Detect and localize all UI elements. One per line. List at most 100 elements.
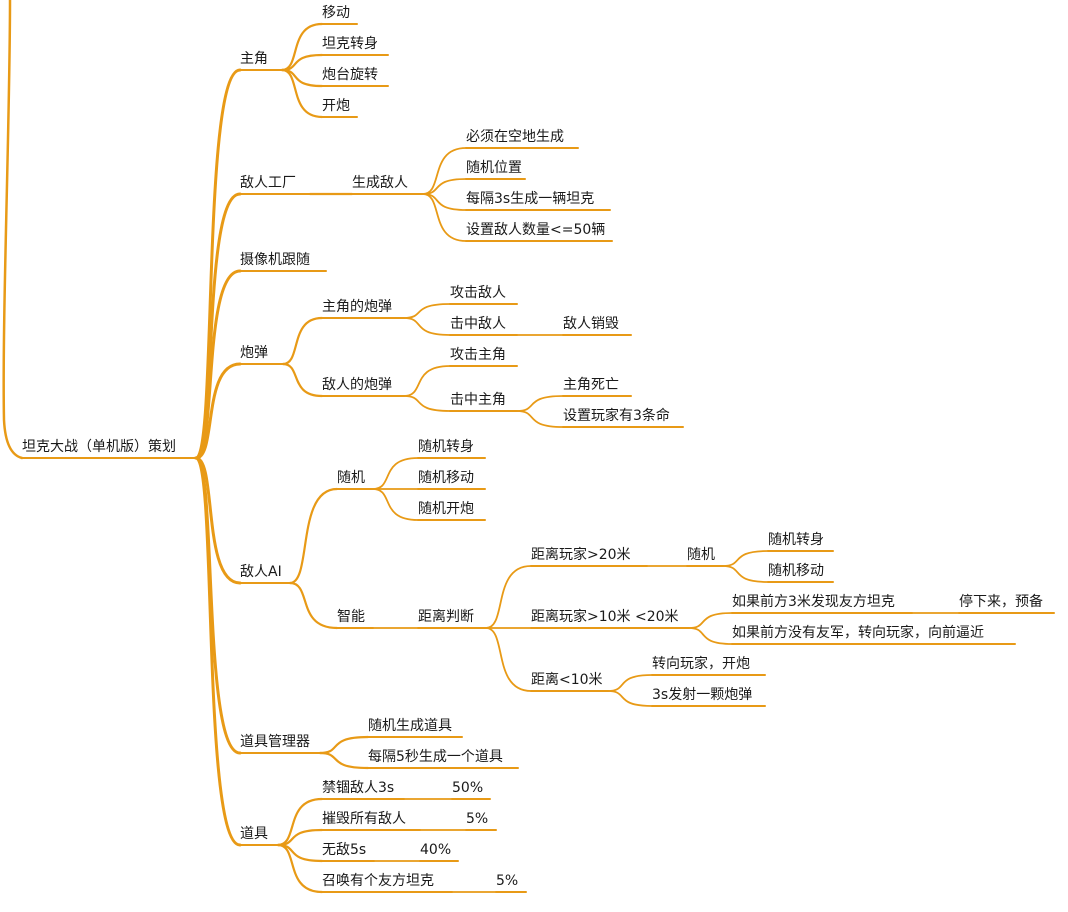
topic-hit-player[interactable]: 击中主角: [449, 392, 518, 412]
topic-random2[interactable]: 随机: [686, 547, 724, 567]
connector-move: [280, 22, 324, 72]
topic-dist-gt20[interactable]: 距离玩家>20米: [530, 546, 648, 567]
topic-player-shell[interactable]: 主角的炮弹: [321, 299, 405, 319]
topic-label: 智能: [337, 609, 365, 625]
topic-label: 随机移动: [418, 470, 474, 486]
topic-summon[interactable]: 召唤有个友方坦克: [321, 872, 453, 893]
topic-fire-3s[interactable]: 3s发射一颗炮弹: [651, 687, 766, 707]
connector-enemy-factory: [194, 192, 242, 460]
topic-label: 转向玩家，开炮: [652, 655, 750, 672]
connector-turn-fire: [607, 674, 653, 692]
topic-rand-item[interactable]: 随机生成道具: [367, 718, 463, 738]
connector-shell: [194, 362, 242, 460]
topic-label: 随机: [337, 470, 365, 486]
topic-label: 随机生成道具: [368, 718, 452, 734]
topic-label: 坦克转身: [322, 36, 378, 52]
topic-dist-lt10[interactable]: 距离<10米: [530, 671, 609, 692]
topic-invincible[interactable]: 无敌5s: [321, 842, 375, 862]
connector-fire: [280, 68, 324, 119]
topic-label: 击中主角: [450, 392, 506, 408]
connector-if-no-ally: [688, 627, 733, 645]
topic-label: 停下来，预备: [959, 593, 1043, 610]
topic-protagonist[interactable]: 主角: [239, 51, 283, 71]
topic-attack-enemy[interactable]: 攻击敌人: [449, 285, 518, 305]
topic-spawn-enemy[interactable]: 生成敌人: [351, 175, 424, 195]
topic-label: 随机开炮: [418, 501, 474, 517]
topic-dist-10-20[interactable]: 距离玩家>10米 <20米: [530, 608, 690, 629]
connector-random: [288, 487, 339, 585]
topic-if-no-ally[interactable]: 如果前方没有友军，转向玩家，向前逼近: [731, 624, 1016, 645]
connector-dist-gt20: [485, 565, 532, 629]
topic-label: 随机位置: [466, 160, 522, 176]
topic-item-manager[interactable]: 道具管理器: [239, 734, 321, 754]
topic-rand-move[interactable]: 随机移动: [417, 470, 486, 490]
topic-player-dies[interactable]: 主角死亡: [562, 377, 632, 397]
branch-lines: [2, 0, 960, 894]
topic-label: 道具管理器: [240, 734, 310, 750]
topic-label: 攻击敌人: [450, 285, 506, 301]
topic-random[interactable]: 随机: [336, 470, 374, 490]
topic-destroy-all[interactable]: 摧毁所有敌人: [321, 811, 421, 831]
connector-enemy-ai: [194, 456, 242, 585]
topic-enemy-destroyed[interactable]: 敌人销毁: [562, 316, 632, 336]
topic-if-ally[interactable]: 如果前方3米发现友方坦克: [731, 593, 913, 614]
topic-attack-player[interactable]: 攻击主角: [449, 347, 518, 367]
connector-enemy-shell: [281, 362, 324, 398]
topic-label: 40%: [420, 842, 451, 858]
connector-fire-3s: [607, 690, 653, 707]
topic-invincible-pct[interactable]: 40%: [419, 842, 459, 862]
connector-player-shell: [281, 316, 324, 366]
topic-items[interactable]: 道具: [239, 826, 279, 846]
topic-label: 设置敌人数量<=50辆: [466, 222, 605, 238]
topic-every-5s[interactable]: 每隔5秒生成一个道具: [367, 749, 519, 769]
topic-rand-turn2[interactable]: 随机转身: [767, 532, 834, 552]
topic-label: 禁锢敌人3s: [322, 780, 394, 796]
connector-hit-enemy: [403, 317, 451, 336]
topic-distance[interactable]: 距离判断: [417, 608, 487, 629]
topic-summon-pct[interactable]: 5%: [495, 873, 527, 893]
topic-move[interactable]: 移动: [321, 5, 358, 25]
topic-label: 距离玩家>10米 <20米: [531, 608, 679, 625]
connector-rand-move2: [722, 565, 769, 583]
topic-label: 5%: [466, 811, 488, 827]
topic-rand-fire[interactable]: 随机开炮: [417, 501, 486, 521]
trunk-line: [2, 0, 24, 460]
topic-must-empty[interactable]: 必须在空地生成: [465, 129, 579, 149]
connector-item-manager: [194, 456, 242, 755]
topic-rand-turn[interactable]: 随机转身: [417, 439, 486, 459]
topic-turn-fire[interactable]: 转向玩家，开炮: [651, 655, 766, 676]
topic-label: 击中敌人: [450, 316, 506, 332]
topic-freeze-pct[interactable]: 50%: [451, 780, 491, 800]
topic-fire[interactable]: 开炮: [321, 98, 358, 118]
connector-attack-player: [403, 365, 451, 397]
topic-camera[interactable]: 摄像机跟随: [239, 252, 327, 272]
topic-enemy-limit[interactable]: 设置敌人数量<=50辆: [465, 222, 613, 242]
topic-enemy-shell[interactable]: 敌人的炮弹: [321, 377, 405, 397]
topic-stop-prepare[interactable]: 停下来，预备: [958, 593, 1055, 614]
topic-label: 无敌5s: [322, 842, 366, 858]
topic-destroy-pct[interactable]: 5%: [465, 811, 497, 831]
topic-turret-rotate[interactable]: 炮台旋转: [321, 67, 389, 87]
topic-label: 生成敌人: [352, 175, 408, 191]
topic-enemy-factory[interactable]: 敌人工厂: [239, 175, 311, 195]
topic-label: 距离判断: [418, 608, 474, 625]
topic-freeze[interactable]: 禁锢敌人3s: [321, 780, 405, 800]
topic-label: 主角的炮弹: [322, 299, 392, 315]
connector-camera: [194, 269, 242, 460]
connector-freeze: [276, 797, 324, 847]
topic-smart[interactable]: 智能: [336, 609, 374, 629]
topic-three-lives[interactable]: 设置玩家有3条命: [562, 407, 684, 428]
topic-label: 每隔5秒生成一个道具: [368, 749, 503, 765]
topic-hit-enemy[interactable]: 击中敌人: [449, 316, 518, 336]
topic-random-pos[interactable]: 随机位置: [465, 160, 526, 180]
topic-shell[interactable]: 炮弹: [239, 345, 284, 365]
topic-tank-turn[interactable]: 坦克转身: [321, 36, 389, 56]
connector-if-ally: [688, 612, 733, 629]
topic-label: 3s发射一颗炮弹: [652, 687, 752, 703]
topic-label: 50%: [452, 780, 483, 796]
topic-rand-move2[interactable]: 随机移动: [767, 563, 834, 583]
connector-rand-turn2: [722, 550, 769, 567]
topic-root[interactable]: 坦克大战（单机版）策划: [21, 438, 197, 459]
topic-every-3s[interactable]: 每隔3s生成一辆坦克: [465, 191, 611, 211]
topic-enemy-ai[interactable]: 敌人AI: [239, 564, 291, 584]
